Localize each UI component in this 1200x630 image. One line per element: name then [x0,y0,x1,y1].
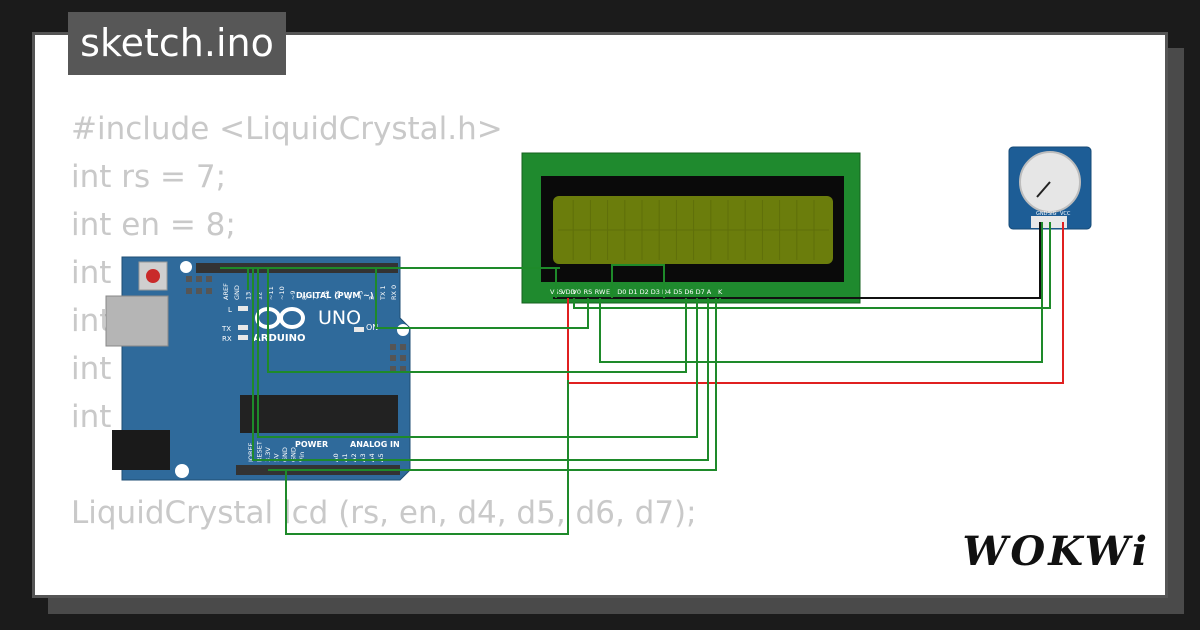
lcd-pin-label: D2 [640,288,649,296]
digital-pin-label: 7 [312,296,320,300]
digital-pin-label: ~3 [356,290,364,300]
power-analog-pin-label: A5 [377,453,385,462]
pot-pin-label: SIG [1048,211,1057,217]
digital-pin-label: 12 [256,292,264,300]
lcd-pin-label: A [707,288,712,296]
power-analog-pin-label: IOREF [247,442,255,462]
atmega-chip [240,395,398,433]
wire-green [375,267,589,329]
led-label-tx: TX [221,325,231,333]
power-analog-pin-label: GND [281,447,289,462]
arduino-uno-board[interactable]: UNO ARDUINO DIGITAL (PWM ~) POWER ANALOG… [105,256,411,481]
digital-pin-label: GND [233,285,241,300]
power-analog-pin-label: 3.3V [264,447,272,462]
board-brand-label: ARDUINO [253,333,305,344]
code-preview: #include <LiquidCrystal.h> int rs = 7; int… [71,105,697,595]
digital-pin-label: 4 [345,296,353,300]
digital-pin-label: 8 [300,296,308,300]
led-label-rx: RX [222,335,232,343]
wire-vcc [567,222,1064,384]
sketch-file-tab[interactable]: sketch.ino [68,12,286,75]
digital-pin-label: AREF [222,283,230,300]
digital-pwm-label: DIGITAL (PWM ~) [296,291,374,300]
led-label-l: L [228,306,232,314]
code-line: int [71,303,112,339]
lcd-pin-label: D1 [628,288,637,296]
digital-pin-label: ~5 [334,290,342,300]
lcd-pin-label: D0 [617,288,626,296]
power-analog-pin-label: A2 [350,453,358,462]
power-analog-pin-label: Vin [298,452,306,462]
lcd-pin-label: RS [584,288,593,296]
wokwi-logo: WOKWi [962,528,1150,575]
wire-green [252,267,709,461]
code-line: void setup() { [71,585,697,595]
power-analog-pin-label: 5V [273,453,281,462]
digital-pin-label: 2 [368,296,376,300]
power-analog-pin-label: A0 [332,453,340,462]
lcd-pin-label: V0 [572,288,581,296]
board-model-label: UNO [318,307,361,329]
code-line: int rs = 7; [71,159,227,195]
digital-pin-label: RX 0 [390,285,398,300]
lcd-pin-label: RW [595,288,606,296]
digital-pin-label: ~9 [289,290,297,300]
lcd-pin-label: D4 [662,288,671,296]
pot-pin-label: VCC [1060,211,1071,217]
code-line: LiquidCrystal lcd (rs, en, d4, d5, d6, d… [71,495,697,531]
wires [220,222,1064,535]
code-line: #include <LiquidCrystal.h> [71,111,503,147]
power-analog-pin-label: A3 [359,453,367,462]
power-analog-pin-label: A4 [368,453,376,462]
digital-pin-label: ~10 [278,286,286,300]
digital-pin-label: ~11 [267,286,275,300]
code-line: int en = 8; [71,207,236,243]
lcd-pin-label: D3 [651,288,660,296]
power-analog-pin-label: GND [290,447,298,462]
lcd-pin-label: K [718,288,723,296]
wire-green [257,267,698,438]
lcd-pin-label: VDD [561,288,575,296]
wire-green [268,298,717,471]
pot-pin-label: GND [1036,211,1048,217]
digital-pin-label: 13 [244,292,252,300]
power-jack [112,430,170,470]
on-led-label: ON [366,323,378,332]
lcd-pin-label: D7 [696,288,705,296]
digital-pin-label: ~6 [323,290,331,300]
usb-port [105,295,169,347]
power-analog-pin-label: RESET [256,441,264,462]
power-label: POWER [295,440,328,449]
wire-green [611,264,665,298]
lcd-pin-label: E [606,288,610,296]
lcd-pin-label: D6 [684,288,693,296]
wire-green [267,267,687,373]
wire-green [285,380,569,535]
power-analog-pin-label: A1 [341,453,349,462]
lcd-pin-label: D5 [673,288,682,296]
digital-pin-label: TX 1 [379,285,387,301]
analog-in-label: ANALOG IN [350,440,400,449]
wire-green [573,222,1051,309]
wire-green [599,222,1043,363]
